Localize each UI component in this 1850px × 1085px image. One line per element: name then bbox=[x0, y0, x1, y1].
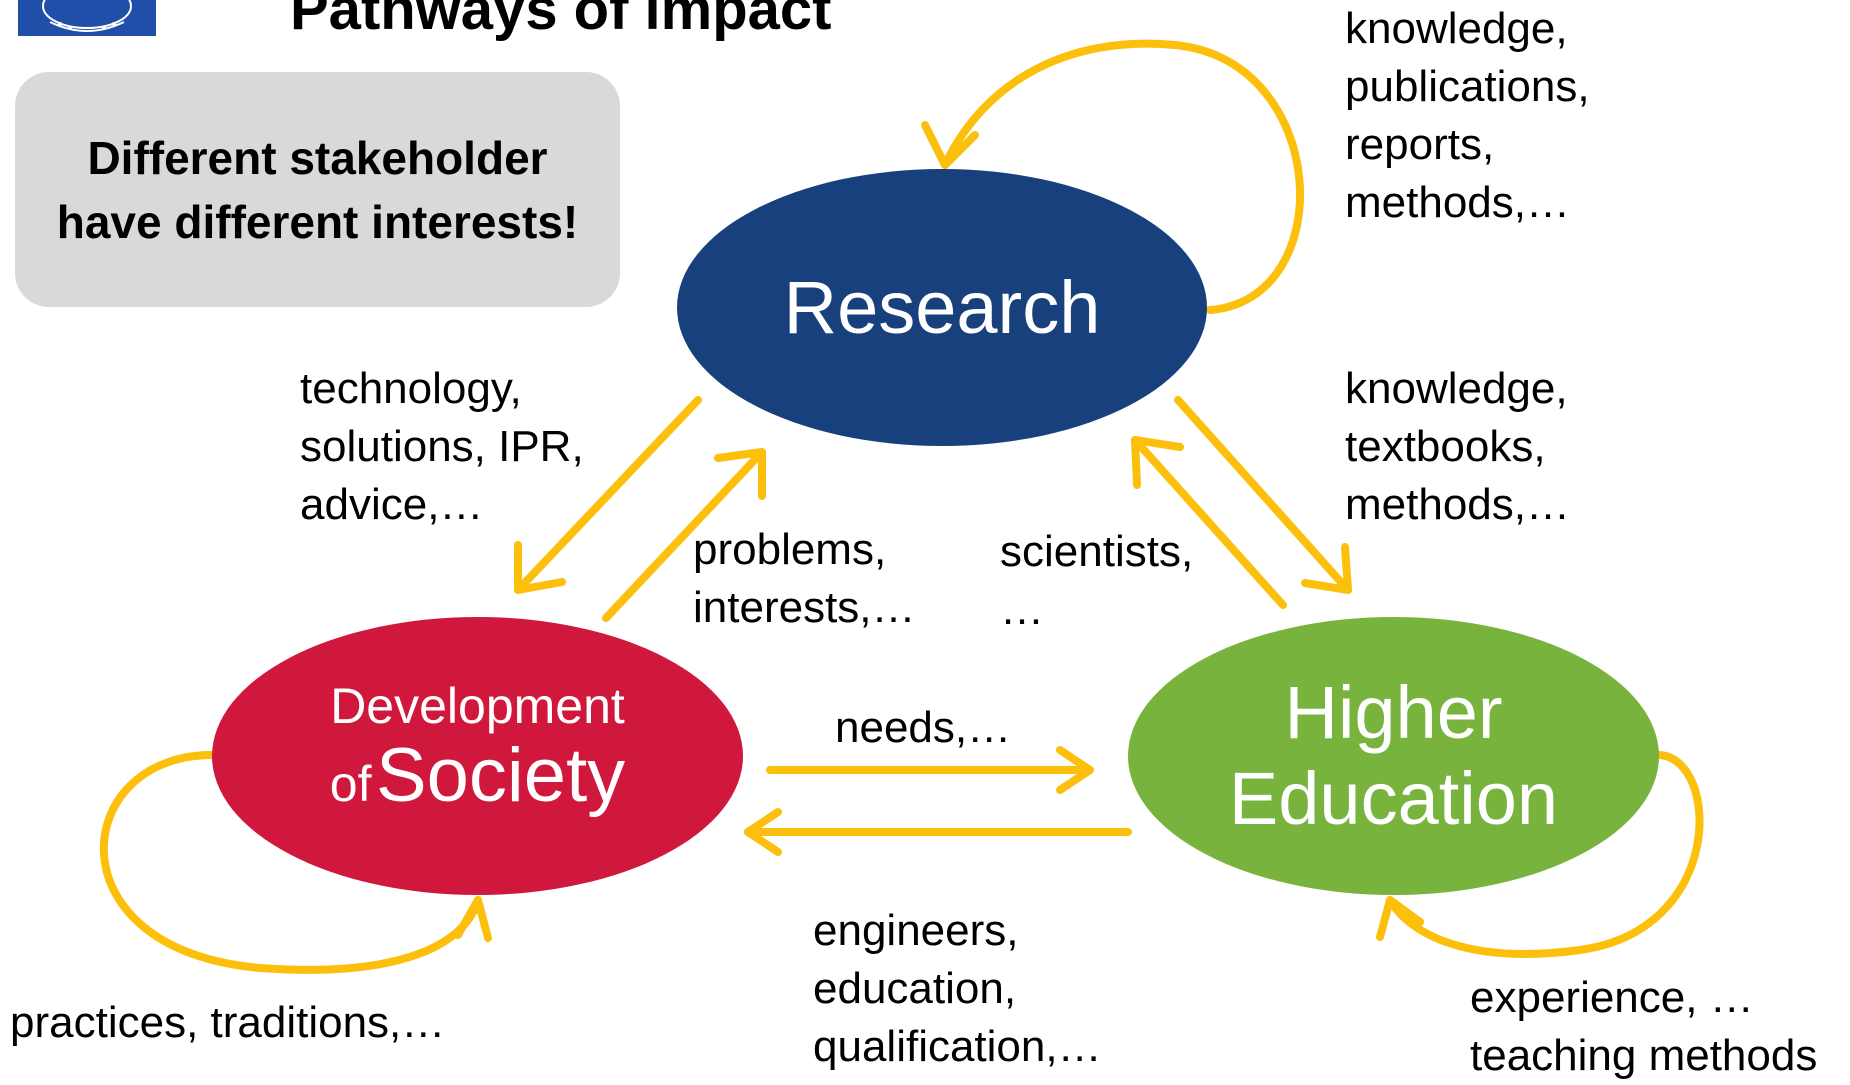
society-self-loop-head bbox=[454, 896, 492, 942]
research-self-loop bbox=[941, 39, 1304, 314]
arrow-higher-to-research-head bbox=[1131, 436, 1184, 489]
arrow-research-to-higher-head bbox=[1301, 543, 1352, 594]
research-label: Research bbox=[783, 265, 1101, 349]
society-label-of: of bbox=[329, 755, 372, 812]
society-to-research-label: problems, interests,… bbox=[693, 525, 916, 632]
higher-to-society-label: engineers, education, qualification,… bbox=[813, 906, 1102, 1071]
arrow-research-to-higher bbox=[1174, 396, 1352, 594]
higher-self-label: experience, … teaching methods bbox=[1470, 973, 1818, 1080]
society-self-loop bbox=[100, 751, 482, 974]
higher-education-node: Higher Education bbox=[1128, 617, 1659, 895]
society-label-word: Society bbox=[375, 732, 626, 818]
university-logo bbox=[18, 0, 156, 36]
arrow-research-to-society bbox=[514, 396, 702, 594]
society-self-label: practices, traditions,… bbox=[10, 998, 446, 1047]
higher-self-loop bbox=[1386, 751, 1704, 958]
research-to-society-label: technology, solutions, IPR, advice,… bbox=[300, 364, 584, 529]
higher-education-label: Higher Education bbox=[1228, 671, 1559, 840]
arrow-society-to-research-head bbox=[714, 448, 766, 500]
arrow-society-to-research bbox=[602, 448, 766, 622]
society-to-higher-label: needs,… bbox=[835, 703, 1012, 752]
stakeholder-callout: Different stakeholder have different int… bbox=[15, 72, 620, 307]
callout-text: Different stakeholder have different int… bbox=[56, 131, 579, 248]
research-self-label: knowledge, publications, reports, method… bbox=[1345, 4, 1590, 227]
research-node: Research bbox=[677, 169, 1207, 446]
higher-to-research-label: scientists, … bbox=[1000, 527, 1194, 634]
arrow-research-to-society-head bbox=[514, 541, 566, 594]
arrow-society-to-higher-head bbox=[1056, 746, 1094, 794]
page-title: Pathways of impact bbox=[290, 0, 832, 42]
arrow-higher-to-research bbox=[1131, 436, 1287, 609]
society-node: Development of Society bbox=[212, 617, 743, 895]
research-self-loop-head bbox=[921, 121, 979, 169]
research-to-higher-label: knowledge, textbooks, methods,… bbox=[1345, 364, 1570, 529]
higher-self-loop-head bbox=[1376, 896, 1424, 941]
arrow-higher-to-society-head bbox=[744, 808, 782, 856]
society-label-line1: Development bbox=[330, 677, 625, 734]
